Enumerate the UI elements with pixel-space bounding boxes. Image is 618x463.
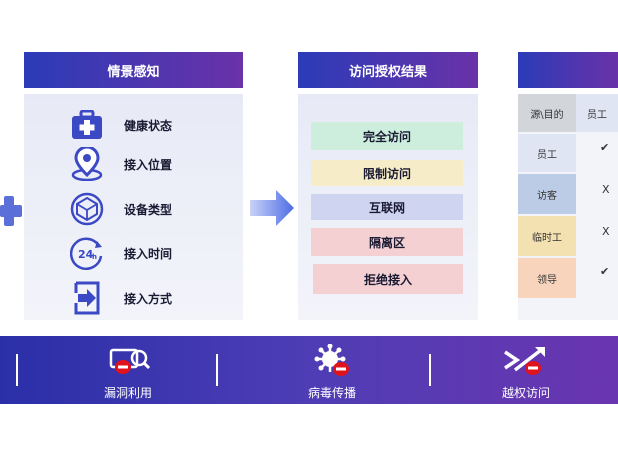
threat-privilege: 越权访问: [494, 344, 558, 401]
matrix-col-label: 员工: [587, 109, 607, 121]
result-full-access: 完全访问: [311, 122, 463, 150]
perception-row-location: 接入位置: [70, 147, 172, 181]
threat-divider: [429, 354, 431, 386]
result-label: 完全访问: [362, 129, 411, 144]
threat-vulnerability: 漏洞利用: [96, 346, 160, 401]
threat-label: 病毒传播: [307, 386, 356, 400]
virus-icon: [304, 343, 360, 382]
results-header: 访问授权结果: [298, 52, 478, 88]
perception-label: 设备类型: [124, 202, 173, 217]
flow-arrow-icon: [250, 190, 296, 230]
result-label: 互联网: [368, 200, 405, 215]
login-arrow-icon: [70, 281, 104, 315]
matrix-cell: ✔: [600, 260, 609, 279]
medical-kit-icon: [70, 108, 104, 142]
threat-divider: [16, 354, 18, 386]
perception-panel: 健康状态 接入位置 设备类型 2: [24, 94, 243, 320]
matrix-row-label: 领导: [537, 274, 557, 286]
result-internet: 互联网: [311, 194, 463, 220]
perception-label: 健康状态: [124, 118, 173, 133]
privilege-escalation-icon: [499, 344, 553, 382]
results-panel: 完全访问 限制访问 互联网 隔离区 拒绝接入: [298, 94, 478, 320]
svg-text:24: 24: [78, 248, 94, 261]
matrix-mark: X: [602, 183, 610, 196]
matrix-corner: 源\目的: [518, 94, 576, 132]
perception-label: 接入时间: [124, 246, 173, 261]
matrix-col-header: 员工: [576, 94, 618, 132]
matrix-row-label: 员工: [537, 149, 557, 161]
left-connector-shape: [0, 196, 22, 226]
perception-label: 接入位置: [124, 157, 173, 172]
result-label: 限制访问: [362, 166, 411, 181]
matrix-row-header: 领导: [518, 258, 576, 298]
clock-24h-icon: 24 h: [70, 236, 104, 270]
matrix-row-header: 临时工: [518, 216, 576, 256]
matrix-mark: X: [602, 225, 610, 238]
location-pin-icon: [70, 147, 104, 181]
perception-label: 接入方式: [124, 291, 173, 306]
threat-label: 漏洞利用: [103, 386, 152, 400]
svg-text:h: h: [92, 253, 97, 261]
perception-row-time: 24 h 接入时间: [70, 236, 172, 270]
result-deny: 拒绝接入: [313, 264, 463, 294]
threat-virus: 病毒传播: [300, 343, 364, 401]
matrix-mark: ✔: [600, 141, 610, 154]
result-quarantine: 隔离区: [311, 228, 463, 256]
vulnerability-scan-icon: [101, 346, 155, 382]
device-type-icon: [70, 192, 104, 226]
matrix-panel: 源\目的 员工 员工 ✔ 访客 X 临时工 X 领导 ✔: [518, 94, 618, 320]
matrix-row-header: 访客: [518, 174, 576, 214]
result-label: 隔离区: [368, 235, 405, 250]
perception-row-method: 接入方式: [70, 281, 172, 315]
matrix-cell: X: [602, 178, 610, 197]
matrix-cell: X: [602, 220, 610, 239]
perception-title: 情景感知: [107, 64, 160, 80]
matrix-row-header: 员工: [518, 134, 576, 172]
matrix-cell: ✔: [600, 136, 609, 155]
perception-row-health: 健康状态: [70, 108, 172, 142]
threat-label: 越权访问: [501, 386, 550, 400]
matrix-mark: ✔: [600, 265, 610, 278]
threat-divider: [216, 354, 218, 386]
matrix-row-label: 访客: [537, 190, 557, 202]
results-title: 访问授权结果: [348, 64, 427, 80]
perception-row-device: 设备类型: [70, 192, 172, 226]
result-limited-access: 限制访问: [311, 160, 463, 186]
result-label: 拒绝接入: [363, 272, 412, 287]
threat-bar: 漏洞利用 病毒传播: [0, 336, 618, 404]
perception-header: 情景感知: [24, 52, 243, 88]
matrix-header: [518, 52, 618, 88]
matrix-row-label: 临时工: [532, 232, 562, 244]
matrix-corner-label: 源\目的: [530, 109, 564, 121]
